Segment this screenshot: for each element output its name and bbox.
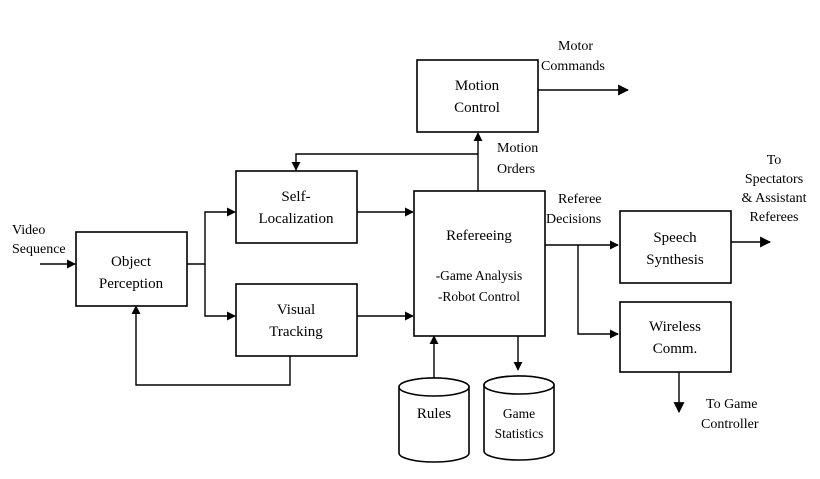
game-statistics-label-line1: Game xyxy=(503,406,535,421)
arrow-to-self-localization xyxy=(187,207,236,265)
to-spectators-label-line3: & Assistant xyxy=(742,191,807,206)
game-statistics-database-cylinder: Game Statistics xyxy=(483,375,555,461)
motion-control-label-line1: Motion xyxy=(455,78,500,94)
refereeing-block: Refereeing -Game Analysis -Robot Control xyxy=(413,190,546,337)
visual-tracking-label-line2: Tracking xyxy=(269,324,323,340)
arrow-to-visual-tracking xyxy=(204,264,236,321)
self-localization-label-line2: Localization xyxy=(259,211,334,227)
video-sequence-label-line1: Video xyxy=(12,223,45,238)
motor-commands-label-line2: Commands xyxy=(541,59,605,74)
object-perception-label-line2: Perception xyxy=(99,276,164,292)
arrow-tracking-feedback xyxy=(131,305,291,386)
visual-tracking-label-line1: Visual xyxy=(277,302,315,318)
to-spectators-label-line4: Referees xyxy=(750,210,799,225)
arrow-to-wireless-comm xyxy=(577,245,619,339)
edge-labels: Video Sequence Motor Commands Motion Ord… xyxy=(12,39,807,432)
rules-database-cylinder: Rules xyxy=(398,377,470,463)
object-perception-block: Object Perception xyxy=(75,231,188,307)
speech-synthesis-label-line2: Synthesis xyxy=(646,252,704,268)
to-game-controller-label-line2: Controller xyxy=(701,417,759,432)
self-localization-block: Self- Localization xyxy=(235,170,358,244)
self-localization-label-line1: Self- xyxy=(281,189,310,205)
visual-tracking-block: Visual Tracking xyxy=(235,283,358,357)
to-spectators-label-line1: To xyxy=(767,153,782,168)
arrow-motion-orders-to-localization xyxy=(291,153,478,171)
motion-control-block: Motion Control xyxy=(416,59,539,133)
to-game-controller-label-line1: To Game xyxy=(706,397,758,412)
referee-decisions-label-line2: Decisions xyxy=(546,212,601,227)
speech-synthesis-label-line1: Speech xyxy=(653,230,697,246)
object-perception-label-line1: Object xyxy=(111,254,152,270)
rules-label: Rules xyxy=(417,406,451,422)
wireless-comm-block: Wireless Comm. xyxy=(619,301,732,373)
referee-decisions-label-line1: Referee xyxy=(558,192,602,207)
motion-orders-label-line1: Motion xyxy=(497,141,538,156)
refereeing-title: Refereeing xyxy=(446,228,512,244)
motor-commands-label-line1: Motor xyxy=(558,39,593,54)
wireless-comm-label-line1: Wireless xyxy=(649,319,701,335)
motion-control-label-line2: Control xyxy=(454,100,500,116)
refereeing-line-game-analysis: -Game Analysis xyxy=(436,268,523,283)
motion-orders-label-line2: Orders xyxy=(497,162,535,177)
to-spectators-label-line2: Spectators xyxy=(745,172,803,187)
wireless-comm-label-line2: Comm. xyxy=(653,341,698,357)
game-statistics-label-line2: Statistics xyxy=(495,426,544,441)
connectors xyxy=(40,84,772,414)
speech-synthesis-block: Speech Synthesis xyxy=(619,210,732,284)
refereeing-line-robot-control: -Robot Control xyxy=(438,289,520,304)
video-sequence-label-line2: Sequence xyxy=(12,242,66,257)
